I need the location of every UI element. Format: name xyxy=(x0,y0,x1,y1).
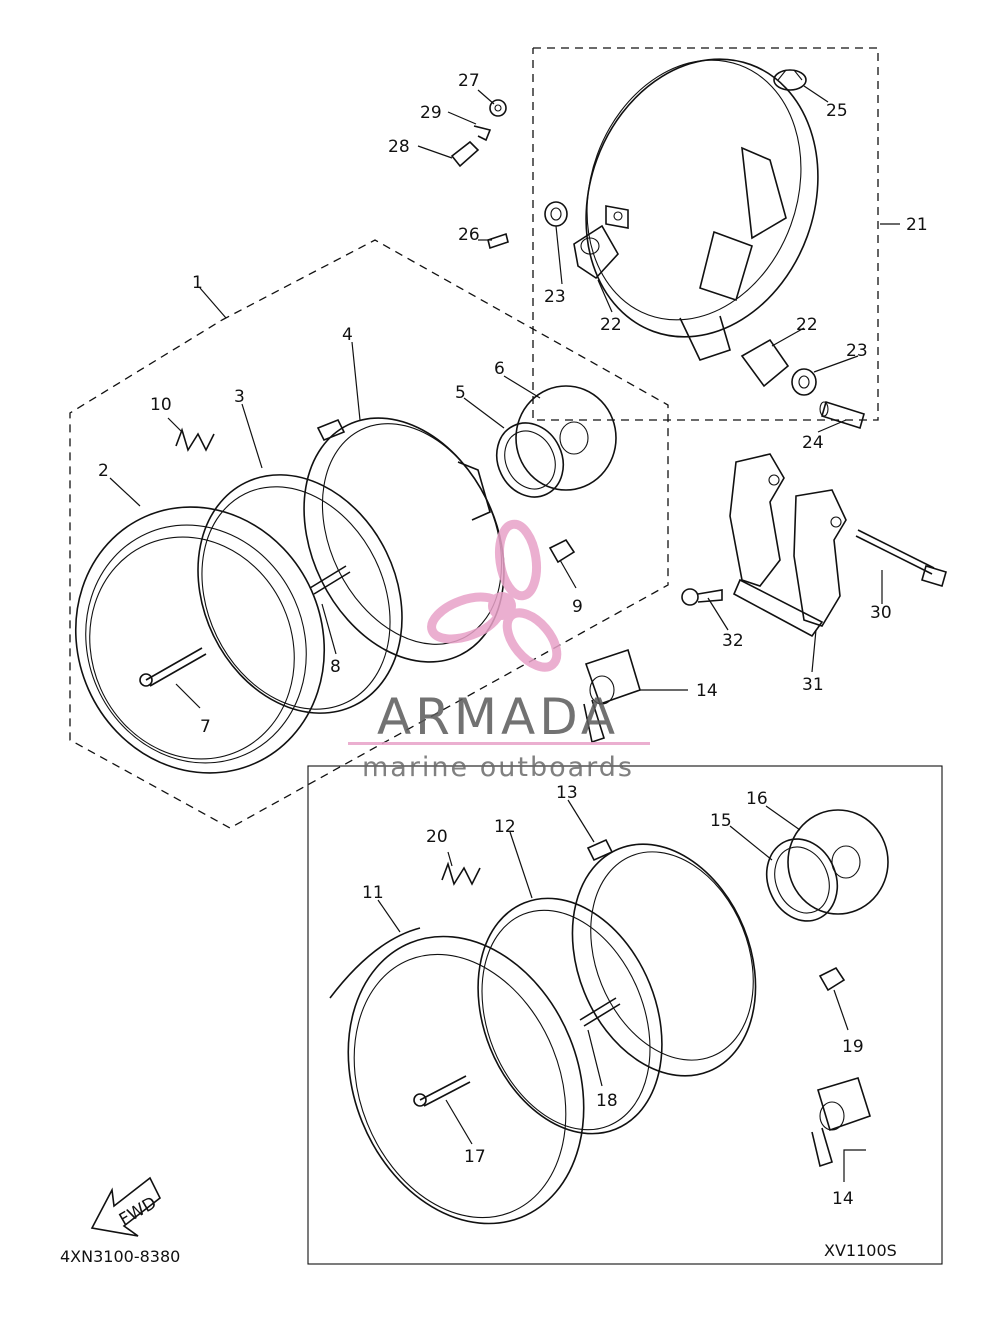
callout-number: 9 xyxy=(572,597,583,617)
armada-watermark: ARMADA marine outboards xyxy=(348,519,650,783)
callout-number: 14 xyxy=(832,1189,854,1209)
callout-number: 21 xyxy=(906,215,928,235)
callout-number: 28 xyxy=(388,137,410,157)
callout-number: 14 xyxy=(696,681,718,701)
bolt-32 xyxy=(681,588,723,606)
callout-number: 23 xyxy=(846,341,868,361)
bolt-30 xyxy=(855,529,947,587)
callout-number: 6 xyxy=(494,359,505,379)
assembly-1-frame xyxy=(69,239,669,829)
bulb-socket-5-6 xyxy=(495,385,617,498)
watermark-rule xyxy=(348,742,650,745)
callout-number: 25 xyxy=(826,101,848,121)
callout-number: 26 xyxy=(458,225,480,245)
adjusting-screws-7-8 xyxy=(139,565,351,687)
headlight-housing-21 xyxy=(585,58,819,361)
callout-number: 7 xyxy=(200,717,211,737)
headlight-rim-11 xyxy=(329,927,585,1225)
callout-number: 11 xyxy=(362,883,384,903)
callout-number: 17 xyxy=(464,1147,486,1167)
bezel-ring-3 xyxy=(197,474,403,714)
callout-number: 20 xyxy=(426,827,448,847)
callout-number: 15 xyxy=(710,811,732,831)
small-hardware-26-29 xyxy=(450,99,509,250)
forward-arrow-icon: FWD xyxy=(90,1176,162,1237)
callout-number: 2 xyxy=(98,461,109,481)
callout-labels: 1 2 3 4 5 6 7 8 9 10 11 12 13 14 14 15 1… xyxy=(98,71,928,1209)
callout-number: 22 xyxy=(796,315,818,335)
callout-number: 13 xyxy=(556,783,578,803)
callout-number: 4 xyxy=(342,325,353,345)
callout-number: 16 xyxy=(746,789,768,809)
callout-number: 22 xyxy=(600,315,622,335)
assembly-21-frame xyxy=(532,47,879,421)
callout-number: 24 xyxy=(802,433,824,453)
callout-number: 1 xyxy=(192,273,203,293)
bulb-14-bottom xyxy=(811,1077,871,1168)
diagram-code: 4XN3100-8380 xyxy=(60,1247,180,1266)
leader-lines xyxy=(109,85,900,1182)
callout-number: 8 xyxy=(330,657,341,677)
propeller-logo-icon xyxy=(427,519,562,672)
collar-24 xyxy=(819,400,865,430)
callout-number: 5 xyxy=(455,383,466,403)
watermark-title: ARMADA xyxy=(377,688,619,746)
nut-19 xyxy=(818,966,846,992)
callout-number: 29 xyxy=(420,103,442,123)
callout-number: 32 xyxy=(722,631,744,651)
headlight-brackets-31 xyxy=(729,453,847,638)
callout-number: 10 xyxy=(150,395,172,415)
headlight-rim-2 xyxy=(74,506,326,774)
rubber-cap-25 xyxy=(773,69,807,91)
callout-number: 30 xyxy=(870,603,892,623)
callout-number: 27 xyxy=(458,71,480,91)
callout-number: 23 xyxy=(544,287,566,307)
spring-10 xyxy=(175,427,215,452)
callout-number: 19 xyxy=(842,1037,864,1057)
variant-label: XV1100S xyxy=(824,1241,897,1260)
grommets-22-23 xyxy=(544,201,817,396)
reflector-unit-13 xyxy=(571,838,757,1077)
xv1100s-variant-frame xyxy=(307,765,943,1265)
spring-20 xyxy=(441,861,481,886)
adjusting-screws-17-18 xyxy=(413,997,621,1107)
nut-9 xyxy=(548,538,576,564)
callout-number: 31 xyxy=(802,675,824,695)
callout-number: 18 xyxy=(596,1091,618,1111)
callout-number: 3 xyxy=(234,387,245,407)
bezel-ring-12 xyxy=(477,897,663,1135)
bulb-socket-15-16 xyxy=(765,809,889,922)
callout-number: 12 xyxy=(494,817,516,837)
watermark-subtitle: marine outboards xyxy=(362,752,634,783)
